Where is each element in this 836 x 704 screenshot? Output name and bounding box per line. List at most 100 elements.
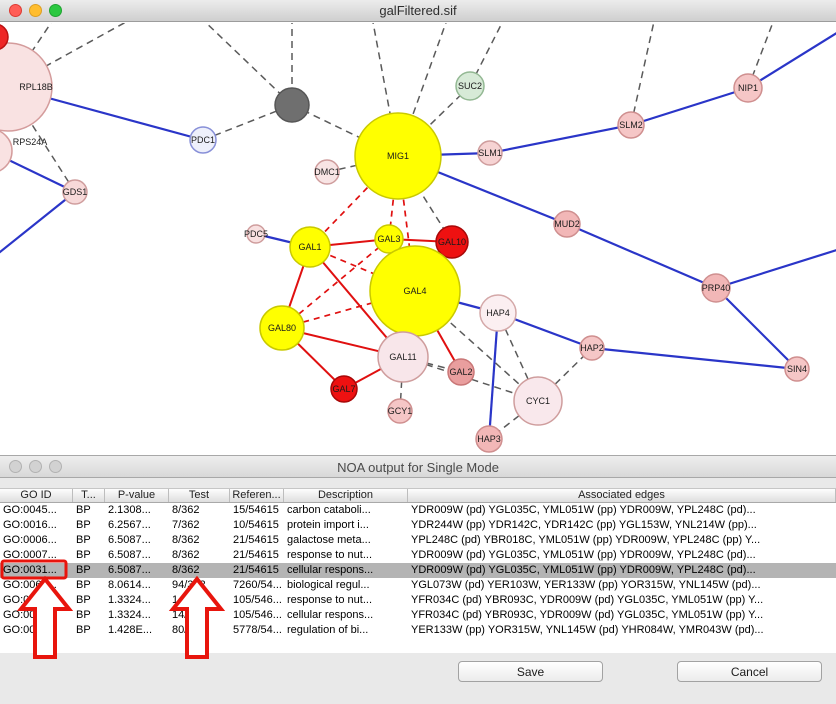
close-button[interactable] (9, 4, 22, 17)
close-button[interactable] (9, 460, 22, 473)
network-edge-dashed[interactable] (630, 23, 655, 126)
node-RPL18B[interactable] (0, 42, 53, 132)
node-label: SLM1 (478, 148, 502, 158)
node-CYC1[interactable] (513, 376, 563, 426)
column-header-p-value[interactable]: P-value (105, 489, 169, 502)
table-cell: 8/362 (172, 534, 200, 546)
table-cell: 8.0614... (108, 579, 151, 591)
node-PDC5[interactable] (246, 224, 266, 244)
table-cell: YPL248C (pd) YBR018C, YML051W (pp) YDR00… (411, 534, 761, 546)
table-cell: YDR244W (pp) YDR142C, YDR142C (pp) YGL15… (411, 519, 757, 531)
node-SLM2[interactable] (617, 111, 645, 139)
node-label: GAL1 (298, 242, 321, 252)
network-edge-blue[interactable] (489, 123, 632, 155)
node-label: MIG1 (387, 151, 409, 161)
node-GAL7[interactable] (330, 375, 358, 403)
table-cell: BP (76, 549, 91, 561)
node-RPS24A[interactable] (0, 129, 13, 173)
network-edge-blue[interactable] (487, 312, 500, 440)
cancel-button[interactable]: Cancel (677, 661, 822, 682)
save-button[interactable]: Save (458, 661, 603, 682)
table-cell: 8/362 (172, 564, 200, 576)
network-edge-dashed[interactable] (399, 356, 404, 412)
node-MIG1[interactable] (354, 112, 442, 200)
network-edge-dashed[interactable] (202, 104, 293, 141)
network-edge-blue[interactable] (715, 287, 798, 370)
node-GAL2[interactable] (447, 358, 475, 386)
node-HAP3[interactable] (475, 425, 503, 453)
node-SIN4[interactable] (784, 356, 810, 382)
table-cell: GO:0065... (3, 579, 57, 591)
zoom-button[interactable] (49, 4, 62, 17)
network-edge-blue[interactable] (0, 191, 76, 268)
network-edge-blue[interactable] (747, 31, 836, 89)
node-GCY1[interactable] (387, 398, 413, 424)
node-NIP1[interactable] (733, 73, 763, 103)
table-cell: protein import i... (287, 519, 369, 531)
network-edge-blue[interactable] (715, 249, 836, 290)
column-header-associated-edges[interactable]: Associated edges (408, 489, 836, 502)
minimize-button[interactable] (29, 460, 42, 473)
network-edge-red-dashed[interactable] (309, 246, 416, 292)
node-HAP2[interactable] (579, 335, 605, 361)
node-HAP4[interactable] (479, 294, 517, 332)
network-edge-dashed[interactable] (7, 86, 76, 193)
network-edge-blue[interactable] (591, 346, 798, 371)
network-graph[interactable]: RPL18BRPS24AGDS1PDC1DMC1MIG1SUC2SLM1SLM2… (0, 23, 836, 455)
column-header-referen[interactable]: Referen... (230, 489, 284, 502)
table-cell: GO:0045... (3, 504, 57, 516)
table-cell: YDR009W (pd) YGL035C, YML051W (pp) YDR00… (411, 504, 756, 516)
node-label: SUC2 (458, 81, 482, 91)
minimize-button[interactable] (29, 4, 42, 17)
table-cell: 6.5087... (108, 549, 151, 561)
node-GAL10[interactable] (435, 225, 469, 259)
table-cell: YFR034C (pd) YBR093C, YDR009W (pd) YGL03… (411, 609, 764, 621)
column-header-go-id[interactable]: GO ID (0, 489, 73, 502)
column-header-t[interactable]: T... (73, 489, 105, 502)
network-edge-blue[interactable] (566, 222, 717, 290)
node-PDC1[interactable] (189, 126, 217, 154)
column-header-test[interactable]: Test (169, 489, 230, 502)
node-SUC2[interactable] (455, 71, 485, 101)
node-GDS1[interactable] (62, 179, 88, 205)
table-cell: 5778/54... (233, 624, 282, 636)
node-label: PDC1 (191, 135, 215, 145)
node-unlabeled[interactable] (0, 24, 9, 50)
noa-window-title: NOA output for Single Mode (337, 460, 499, 475)
node-unlabeled[interactable] (274, 87, 310, 123)
node-GAL1[interactable] (289, 226, 331, 268)
network-edge-dashed[interactable] (397, 85, 471, 157)
node-GAL80[interactable] (259, 305, 305, 351)
network-edge-red-dashed[interactable] (281, 238, 390, 329)
network-edge-blue[interactable] (630, 86, 749, 127)
node-SLM1[interactable] (477, 140, 503, 166)
zoom-button[interactable] (49, 460, 62, 473)
table-cell: GO:0016... (3, 519, 57, 531)
node-label: HAP4 (486, 308, 510, 318)
node-label: SLM2 (619, 120, 643, 130)
table-cell: YDR009W (pd) YGL035C, YML051W (pp) YDR00… (411, 549, 756, 561)
node-DMC1[interactable] (314, 159, 340, 185)
table-cell: 21/54615 (233, 549, 279, 561)
node-GAL3[interactable] (374, 224, 404, 254)
node-GAL11[interactable] (377, 331, 429, 383)
node-MUD2[interactable] (553, 210, 581, 238)
node-label: GAL7 (332, 384, 355, 394)
column-header-description[interactable]: Description (284, 489, 408, 502)
network-edge-dashed[interactable] (200, 23, 293, 106)
node-PRP40[interactable] (701, 273, 731, 303)
